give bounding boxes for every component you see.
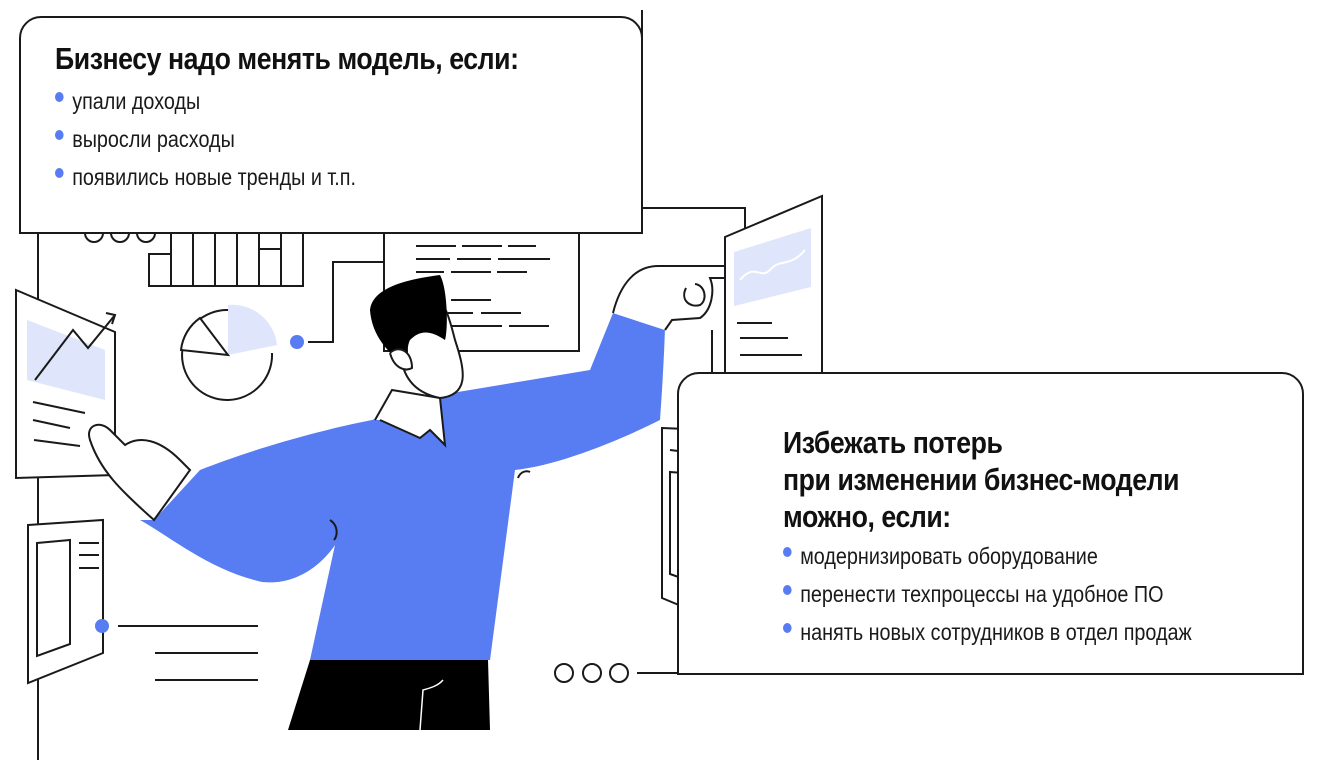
list-item: нанять новых сотрудников в отдел продаж [783,613,1192,651]
node-dot [290,335,304,349]
layout-sheet [27,518,258,685]
bullet-icon [783,547,792,557]
person-figure [88,264,732,731]
bullet-icon [783,623,792,633]
trend-arrow-icon [34,314,116,381]
top-card-heading: Бизнесу надо менять модель, если: [55,41,519,76]
bullet-icon [55,92,64,102]
bar-chart-icon [148,203,385,287]
list-item: упали доходы [55,82,356,120]
right-info-card: Избежать потерь при изменении бизнес-мод… [677,372,1304,675]
list-item: появились новые тренды и т.п. [55,158,356,196]
right-card-heading: Избежать потерь при изменении бизнес-мод… [783,425,1180,534]
pie-chart-icon [179,261,385,401]
bullet-icon [783,585,792,595]
chart-sheet-right [707,194,823,439]
top-info-card: Бизнесу надо менять модель, если: упали … [19,16,643,234]
three-circles-icon [554,663,678,683]
right-card-bullet-list: модернизировать оборудование перенести т… [783,537,1258,651]
list-item: выросли расходы [55,120,356,158]
list-item: модернизировать оборудование [783,537,1192,575]
top-card-bullet-list: упали доходы выросли расходы появились н… [55,82,405,196]
bullet-icon [55,130,64,140]
list-item: перенести техпроцессы на удобное ПО [783,575,1192,613]
bullet-icon [55,168,64,178]
